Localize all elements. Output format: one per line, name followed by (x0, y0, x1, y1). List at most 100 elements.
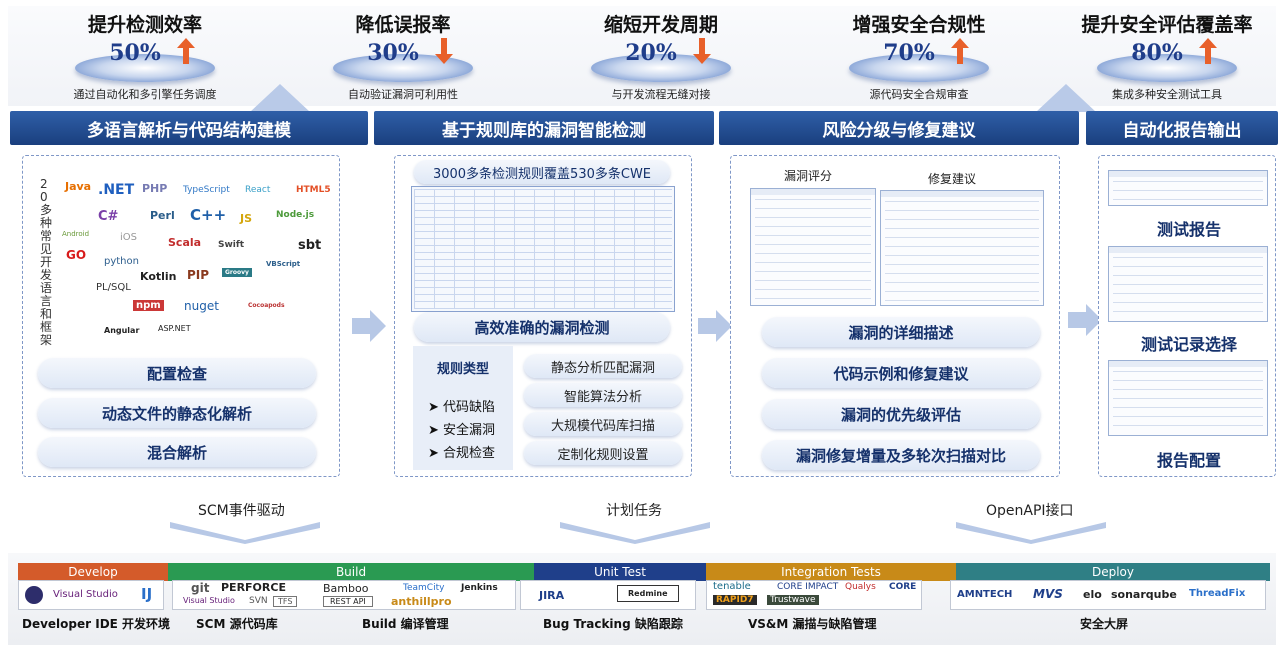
build-tools: git PERFORCE Visual Studio SVN TFS Bambo… (172, 580, 516, 610)
logo-go: GO (66, 248, 87, 262)
logo-plsql: PL/SQL (96, 282, 131, 293)
panel-multilang (22, 155, 340, 477)
metric-value: 70% (883, 40, 935, 66)
stage-build: Build (168, 563, 534, 581)
flow-arrow-icon (352, 310, 386, 342)
tab-fix-advice: 修复建议 (924, 170, 981, 187)
logo-js: JS (240, 212, 253, 225)
metric-compliance: 增强安全合规性 70% 源代码安全合规审查 (804, 10, 1034, 102)
down-arrow-icon (693, 38, 711, 64)
feature-smart-algorithm: 智能算法分析 (524, 383, 682, 407)
feature-static-analysis: 静态分析匹配漏洞 (524, 354, 682, 378)
logo-ios: iOS (120, 232, 137, 243)
pill-vuln-detail: 漏洞的详细描述 (762, 317, 1040, 347)
unit-test-tools: JIRA Redmine (520, 580, 696, 610)
logo-sbt: sbt (298, 238, 322, 253)
rule-type-item: ➤ 合规检查 (428, 446, 496, 461)
mvs-logo: MVS (1033, 587, 1063, 601)
rules-coverage-banner: 3000多条检测规则覆盖530多条CWE (414, 160, 670, 184)
eclipse-icon (25, 586, 43, 604)
down-chevron-icon (956, 522, 1106, 544)
feature-large-scan: 大规模代码库扫描 (524, 412, 682, 436)
logo-php: PHP (142, 182, 168, 195)
logo-java: Java (65, 180, 92, 193)
trigger-scm-event: SCM事件驱动 (198, 503, 285, 519)
up-arrow-icon (1199, 38, 1217, 64)
trigger-scheduled-task: 计划任务 (606, 503, 662, 519)
metric-value: 50% (109, 40, 161, 66)
logo-python: python (104, 256, 139, 267)
logo-vbscript: VBScript (266, 260, 301, 268)
stage-deploy: Deploy (956, 563, 1270, 581)
logo-perl: Perl (150, 209, 175, 222)
flow-arrow-icon (1068, 304, 1102, 336)
trustwave-logo: Trustwave (767, 595, 819, 605)
metric-value: 30% (367, 40, 419, 66)
pill-accurate-detection: 高效准确的漏洞检测 (414, 312, 670, 342)
stage-develop: Develop (18, 563, 168, 581)
logo-npm: npm (133, 300, 164, 311)
caption-build: Build 编译管理 (362, 617, 449, 631)
metric-title: 增强安全合规性 (852, 14, 986, 36)
rule-type-item: ➤ 代码缺陷 (428, 400, 496, 415)
amntech-logo: AMNTECH (957, 589, 1013, 600)
metric-value: 80% (1131, 40, 1183, 66)
header-rule-detection: 基于规则库的漏洞智能检测 (374, 111, 714, 145)
rest-api-logo: REST API (323, 596, 373, 607)
metric-desc: 自动验证漏洞可利用性 (348, 88, 458, 101)
caption-scm: SCM 源代码库 (196, 617, 278, 631)
logo-csharp: C# (98, 209, 119, 224)
logo-cpp: C++ (190, 206, 227, 224)
integration-tools: tenable CORE IMPACT Qualys CORE RAPID7 T… (706, 580, 922, 610)
teamcity-logo: TeamCity (403, 583, 445, 593)
qualys-logo: Qualys (845, 582, 876, 592)
up-arrow-icon (951, 38, 969, 64)
svn-logo: SVN (249, 596, 268, 606)
rapid7-logo: RAPID7 (713, 595, 757, 605)
header-risk-grading: 风险分级与修复建议 (719, 111, 1079, 145)
visual-studio-logo: Visual Studio (183, 596, 235, 605)
tab-vuln-score: 漏洞评分 (780, 167, 837, 184)
git-logo: git (191, 581, 210, 595)
jenkins-logo: Jenkins (461, 583, 498, 593)
intellij-icon: IJ (141, 585, 153, 603)
test-report-screenshot (1108, 170, 1268, 206)
header-report-output: 自动化报告输出 (1086, 111, 1278, 145)
test-record-screenshot (1108, 246, 1268, 322)
logo-scala: Scala (168, 236, 202, 249)
metric-detection-efficiency: 提升检测效率 50% 通过自动化和多引擎任务调度 (30, 10, 260, 102)
pill-dynamic-static-parse: 动态文件的静态化解析 (38, 398, 316, 428)
caption-security-dashboard: 安全大屏 (1080, 617, 1129, 631)
metric-value: 20% (625, 40, 677, 66)
logo-aspnet: ASP.NET (158, 324, 191, 333)
metric-coverage: 提升安全评估覆盖率 80% 集成多种安全测试工具 (1052, 10, 1282, 102)
flow-arrow-icon (698, 310, 732, 342)
header-multilang-parsing: 多语言解析与代码结构建模 (10, 111, 368, 145)
metric-disc (75, 54, 215, 82)
connector-triangle (250, 84, 310, 112)
jira-logo: JIRA (539, 589, 565, 602)
metric-disc (1097, 54, 1237, 82)
develop-tools: Visual Studio IJ (18, 580, 164, 610)
pill-hybrid-parse: 混合解析 (38, 437, 316, 467)
anthillpro-logo: anthillpro (391, 595, 452, 608)
label-test-record: 测试记录选择 (1140, 335, 1237, 354)
visual-studio-logo: Visual Studio (53, 589, 118, 600)
rule-type-box (413, 346, 513, 470)
languages-vertical-label: 20多种常见开发语言和框架 (40, 177, 53, 347)
down-chevron-icon (170, 522, 320, 544)
metric-false-positive: 降低误报率 30% 自动验证漏洞可利用性 (288, 10, 518, 102)
metric-disc (333, 54, 473, 82)
tfs-logo: TFS (273, 596, 298, 607)
sonarqube-logo: sonarqube (1111, 588, 1177, 601)
logo-typescript: TypeScript (183, 185, 230, 195)
logo-groovy: Groovy (222, 268, 252, 277)
logo-react: React (245, 185, 271, 195)
logo-swift: Swift (218, 240, 245, 250)
logo-dotnet: .NET (98, 182, 135, 198)
metric-dev-cycle: 缩短开发周期 20% 与开发流程无缝对接 (546, 10, 776, 102)
metric-desc: 源代码安全合规审查 (869, 88, 969, 101)
cwe-rule-table (411, 186, 675, 312)
report-config-screenshot (1108, 360, 1268, 436)
stage-integration-tests: Integration Tests (706, 563, 956, 581)
